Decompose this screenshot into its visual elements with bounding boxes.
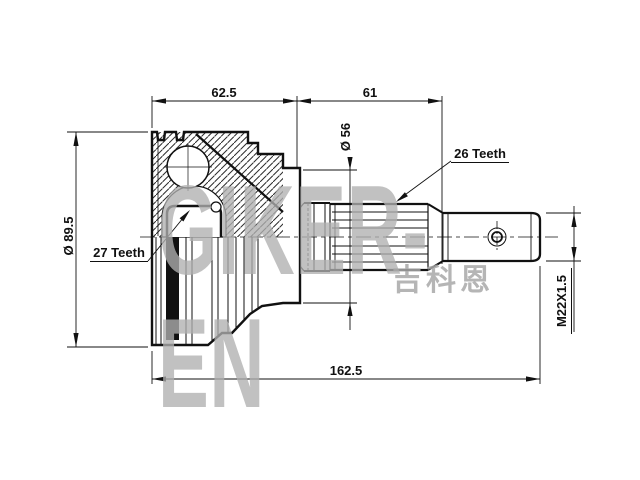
detail-circle xyxy=(210,201,222,213)
dim-spline-length: 61 xyxy=(362,85,378,100)
stub-shaft xyxy=(442,211,542,263)
bell-exterior-grooves xyxy=(155,237,259,345)
dim-joint-width: 62.5 xyxy=(211,85,237,100)
label-outer-spline-teeth: 26 Teeth xyxy=(451,146,509,163)
label-inner-spline-teeth: 27 Teeth xyxy=(90,245,148,262)
dim-thread-size: M22X1.5 xyxy=(554,268,572,334)
inner-spline-bore xyxy=(165,204,223,237)
center-hole-inner xyxy=(491,231,503,243)
dim-boot-seat-diameter: Ø 56 xyxy=(338,122,353,152)
centerline xyxy=(140,221,558,253)
dimension-lines xyxy=(67,96,581,384)
bell-outline xyxy=(150,130,302,347)
dim-outer-diameter: Ø 89.5 xyxy=(61,216,76,256)
spline-section xyxy=(329,202,444,272)
dim-overall-length: 162.5 xyxy=(329,363,363,378)
bell-section xyxy=(152,132,284,238)
spline-teeth-lines xyxy=(332,211,428,263)
center-hole-outer xyxy=(487,227,507,247)
bell-inner-cone-edge xyxy=(195,133,284,213)
boot-groove-rings xyxy=(299,202,330,272)
